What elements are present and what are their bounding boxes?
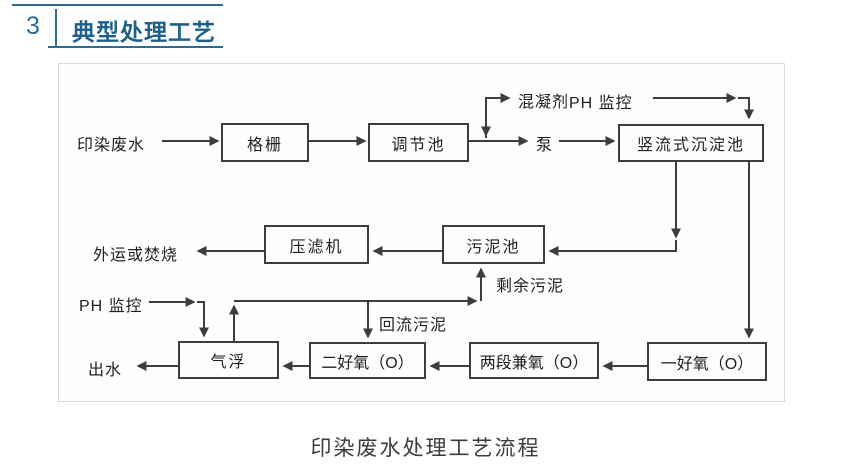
flowchart-frame: 格栅 调节池 竖流式沉淀池 压滤机 污泥池 气浮 二好氧（O） 两段兼氧（O） …	[58, 63, 785, 402]
node-filter-press: 压滤机	[264, 225, 369, 264]
label-ph-monitor-top: PH 监控	[569, 95, 633, 112]
node-regulating-tank: 调节池	[368, 123, 469, 162]
connector-sed-sludge-horizontal	[548, 240, 677, 256]
label-return-sludge: 回流污泥	[379, 317, 448, 334]
label-pump: 泵	[536, 137, 554, 154]
label-excess-sludge: 剩余污泥	[496, 278, 565, 295]
node-two-stage-facultative: 两段兼氧（O）	[469, 342, 599, 379]
connector-coagulant-branch	[485, 93, 511, 138]
header-top-rule	[12, 4, 223, 6]
node-sedimentation-tank: 竖流式沉淀池	[618, 124, 764, 162]
label-influent: 印染废水	[77, 137, 146, 154]
label-ph-monitor-bottom: PH 监控	[79, 298, 143, 315]
label-disposal: 外运或焚烧	[93, 247, 179, 264]
label-coagulant: 混凝剂	[518, 94, 570, 111]
node-grid: 格栅	[221, 123, 309, 162]
section-divider	[55, 9, 57, 46]
node-second-aerobic: 二好氧（O）	[309, 342, 426, 379]
section-title: 典型处理工艺	[72, 19, 216, 45]
node-first-aerobic: 一好氧（O）	[647, 342, 767, 381]
flow-connectors	[136, 93, 754, 371]
connector-ph-top-drop	[738, 97, 754, 120]
label-effluent: 出水	[88, 362, 123, 379]
section-number: 3	[26, 12, 40, 40]
node-sludge-tank: 污泥池	[442, 225, 545, 264]
caption: 印染废水处理工艺流程	[310, 437, 541, 460]
header-bottom-rule	[48, 46, 223, 48]
connector-ph-bottom-drop	[197, 301, 209, 338]
node-air-flotation: 气浮	[178, 341, 279, 379]
